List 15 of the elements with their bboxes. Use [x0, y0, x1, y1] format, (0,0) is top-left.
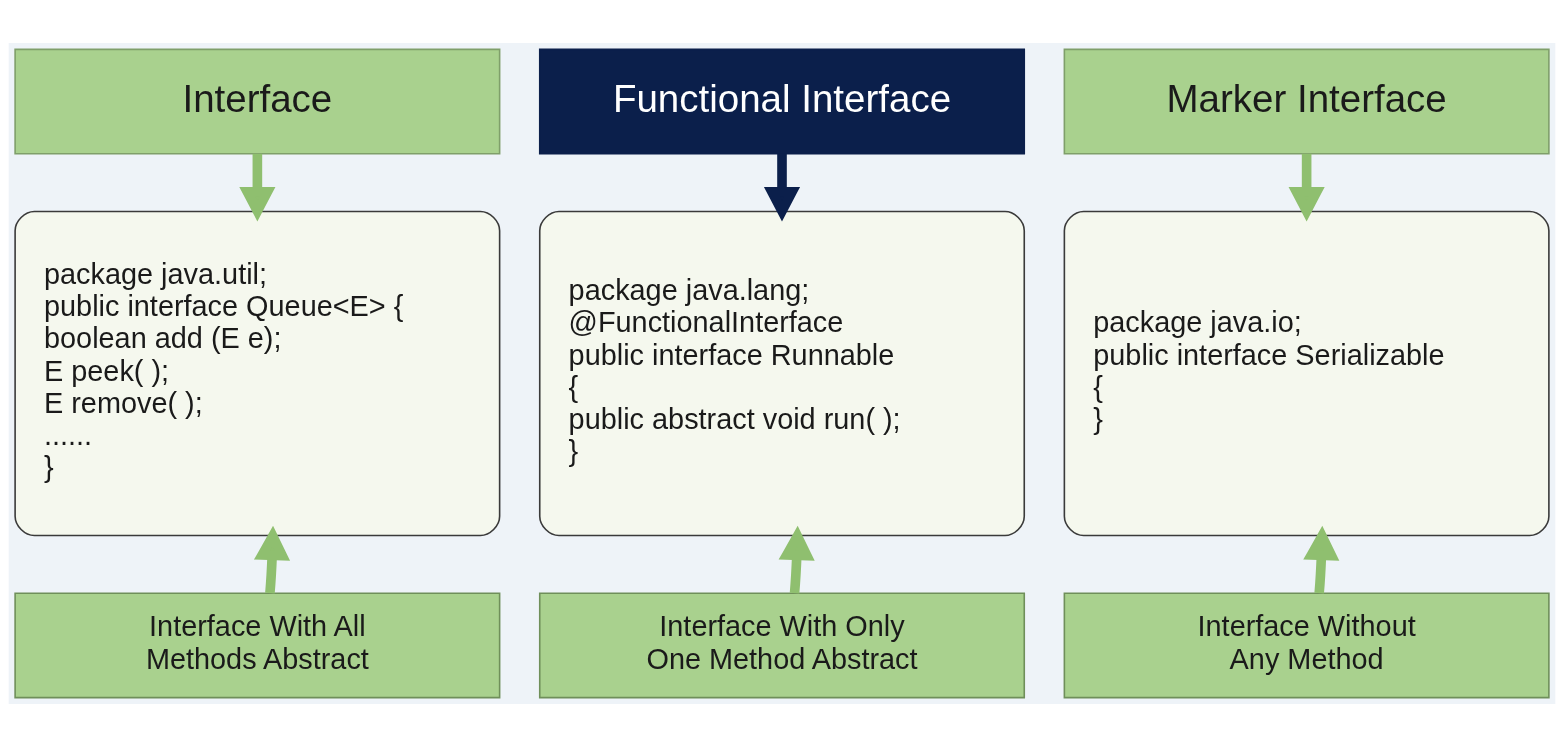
node-box: package java.lang; @FunctionalInterface public interface Runnable { public abstract void run( ); } [538, 210, 1026, 537]
arrow [1288, 153, 1325, 222]
arrow [253, 525, 291, 594]
arrow [778, 525, 815, 594]
node-box: Interface With All Methods Abstract [14, 592, 501, 699]
arrow [239, 153, 276, 222]
node-box: package java.util; public interface Queue<E> { boolean add (E e); E peek( ); E remove( ); ...... } [14, 210, 501, 537]
node-box: Marker Interface [1063, 48, 1550, 155]
node-box: Interface Without Any Method [1063, 592, 1550, 699]
node-box: package java.io; public interface Serializable { } [1063, 210, 1550, 537]
arrow [763, 153, 801, 222]
node-box: Interface With Only One Method Abstract [538, 592, 1026, 699]
node-box: Functional Interface [538, 48, 1026, 155]
node-box: Interface [14, 48, 501, 155]
arrow [1303, 525, 1340, 594]
